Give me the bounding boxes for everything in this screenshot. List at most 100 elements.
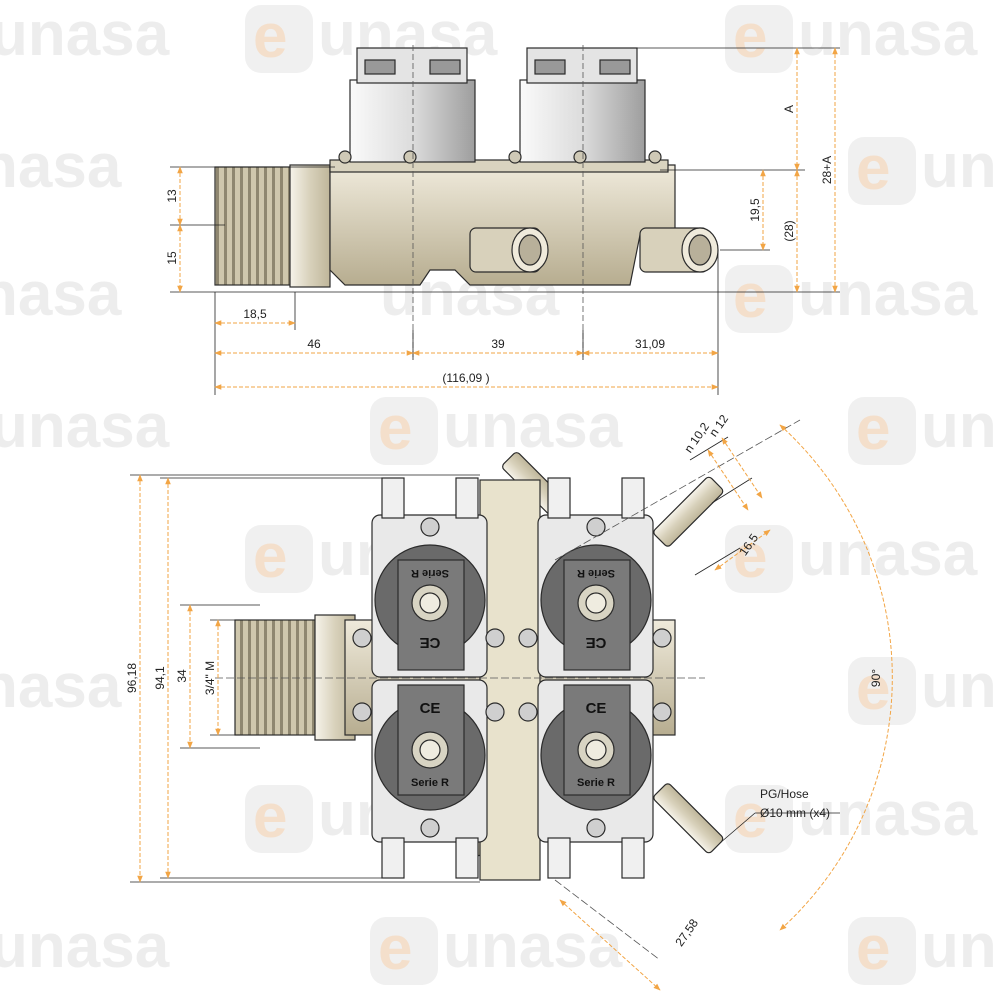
watermark-logo-box [245,525,313,593]
watermark-logo-box [245,785,313,853]
watermark-text: unasa [798,260,978,329]
dim-label-a: A [782,105,796,113]
screw [403,150,417,164]
watermark-row-1: unasa e unasa e unasa [0,0,978,73]
dim-label-28-a: 28+A [820,156,834,184]
watermark-logo-letter: e [253,522,287,591]
watermark-text: unasa [0,912,170,981]
watermark-row-4: unasa e unasa e un [0,392,997,465]
coil-block-tr [537,514,654,678]
dim-label-31-09: 31,09 [635,337,665,351]
watermark-text: unasa [443,912,623,981]
watermark-logo-box [725,5,793,73]
dim-label-39: 39 [491,337,505,351]
dim-label-15: 15 [165,251,179,265]
terminal-tab [364,59,396,75]
watermark-text: unasa [798,520,978,589]
dim-label-n12: n 12 [706,412,731,439]
watermark-logo-box [848,137,916,205]
watermark-logo-letter: e [856,654,890,723]
inlet-nut [289,164,331,288]
watermark-logo-box [725,785,793,853]
watermark-logo-letter: e [733,262,767,331]
coil-left [349,79,476,163]
dim-label-n10-2: n 10,2 [681,420,712,456]
dim-label-28: (28) [782,220,796,241]
watermark-logo-letter: e [733,782,767,851]
watermark-logo-box [848,657,916,725]
extension-lines [170,47,840,395]
watermark-logo-box [245,5,313,73]
watermark-text: nasa [0,652,122,721]
watermark-logo-box [370,917,438,985]
coil-label-serie: Serie R [411,567,449,579]
callout-line-2: Ø10 mm (x4) [760,806,830,820]
watermark-logo-letter: e [856,914,890,983]
threaded-inlet [214,166,296,286]
watermark-logo-letter: e [378,914,412,983]
watermark-text: nasa [0,260,122,329]
watermark-row-3: nasa unasa e unasa [0,260,978,333]
watermark-logo-letter: e [253,782,287,851]
coil-labels: Serie R Serie R Serie R Serie R CE CE CE… [411,567,615,789]
watermark-text: unasa [0,0,170,69]
watermark-text: nasa [0,132,122,201]
terminal-tab [429,59,461,75]
dim-label-34: 34 [175,669,189,683]
hose-lower-right [653,783,724,854]
top-view-dimensions: 13 15 18,5 46 39 31,09 (116,09 ) A 19,5 … [165,47,840,395]
hose-upper-right [653,476,724,547]
coil-label-serie: Serie R [411,777,449,789]
watermark-row-2: nasa e un [0,132,997,205]
screw [338,150,352,164]
watermark-logo-letter: e [253,2,287,71]
dim-label-13: 13 [165,189,179,203]
watermark-row-8: unasa e unasa e un [0,912,997,985]
bottom-threaded-inlet [234,619,321,736]
mounting-screws [352,517,672,838]
top-view-valve [214,45,719,360]
coil-label-serie: Serie R [577,567,615,579]
terminal-tab [599,59,631,75]
ce-mark: CE [586,634,607,651]
outlet-right-bore [688,234,712,266]
coil-right [519,79,646,163]
dim-label-96-18: 96,18 [125,663,139,693]
outlet-left-bore [518,234,542,266]
watermark-logo-box [725,265,793,333]
coil-label-serie: Serie R [577,777,615,789]
watermark-logo-box [848,397,916,465]
watermark-logo-letter: e [378,394,412,463]
bottom-view-valve: Serie R Serie R Serie R Serie R CE CE CE… [215,419,801,961]
screw [648,150,662,164]
ce-mark: CE [420,634,441,651]
coil-block-tl [371,514,488,678]
ce-mark: CE [586,700,607,717]
watermark-text: un [921,652,997,721]
bottom-view-dimensions: 96,18 94,1 34 3/4" M n 12 n 10,2 16,5 90… [125,412,893,991]
dim-label-94-1: 94,1 [153,666,167,690]
watermark-text: un [921,132,997,201]
coil-block-bl [371,679,488,843]
dim-label-27-58: 27,58 [672,916,701,949]
extension-lines [130,436,840,883]
dim-label-total: (116,09 ) [442,371,489,385]
dim-label-46: 46 [307,337,321,351]
watermark-text: unasa [443,392,623,461]
screw [573,150,587,164]
dim-label-19-5: 19,5 [748,198,762,222]
dim-label-angle: 90° [869,669,883,687]
body-flange [329,159,669,173]
bottom-manifold [479,479,541,881]
watermark-logo-letter: e [856,134,890,203]
callout-line-1: PG/Hose [760,787,809,801]
dim-label-thread: 3/4" M [203,661,217,695]
watermark-text: unasa [798,0,978,69]
screw [508,150,522,164]
ce-mark: CE [420,700,441,717]
terminal-tab [534,59,566,75]
dim-label-18-5: 18,5 [243,307,267,321]
